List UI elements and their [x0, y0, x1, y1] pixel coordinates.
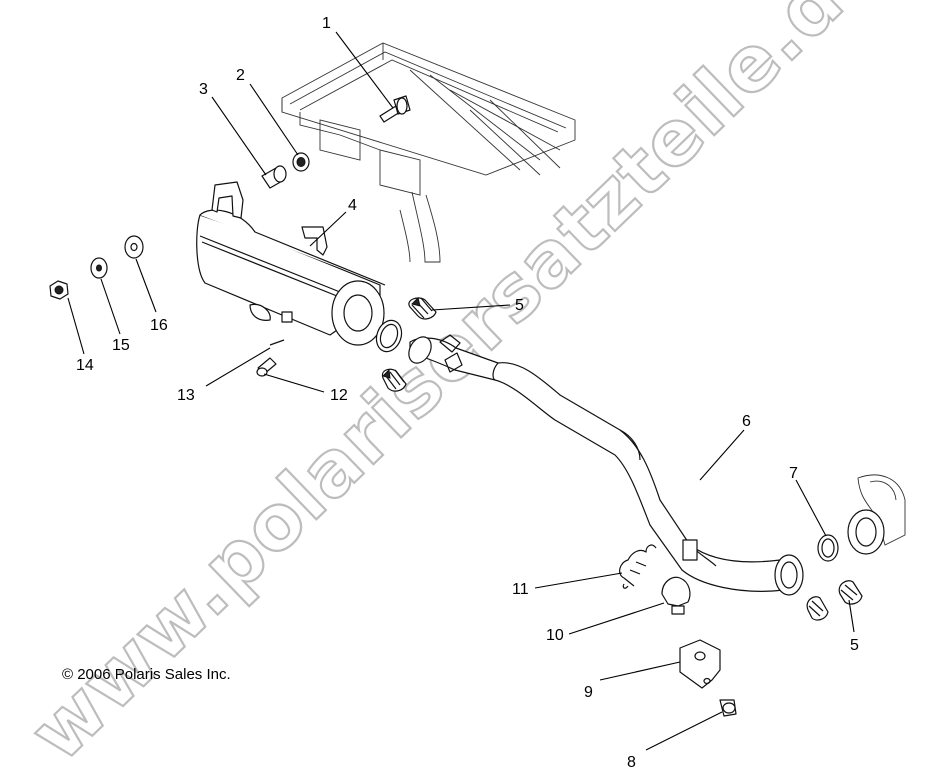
callout-5: 5	[515, 297, 524, 314]
part-7-gasket	[817, 534, 839, 562]
callout-11: 11	[512, 581, 529, 598]
chassis-frame	[281, 42, 576, 263]
part-3-bushing	[261, 165, 287, 189]
part-5-spring-lower	[381, 368, 407, 392]
callout-14: 14	[76, 357, 94, 374]
callout-15: 15	[112, 337, 130, 354]
callout-6: 6	[742, 413, 751, 430]
part-11-spring	[619, 544, 657, 589]
part-6-exhaust-pipe	[408, 334, 804, 596]
part-8-bolt	[719, 699, 737, 717]
callout-5-lower: 5	[850, 637, 859, 654]
engine-exhaust-port	[847, 474, 906, 555]
copyright-notice: © 2006 Polaris Sales Inc.	[62, 666, 231, 683]
part-5-spring-upper-a	[408, 297, 437, 320]
callout-9: 9	[584, 684, 593, 701]
part-15-washer	[90, 257, 108, 279]
callout-12: 12	[330, 387, 348, 404]
part-5-spring-right	[806, 580, 863, 621]
part-12-pin	[256, 357, 277, 377]
callout-13: 13	[177, 387, 195, 404]
callout-4: 4	[348, 197, 357, 214]
part-4-muffler	[196, 181, 386, 346]
callout-10: 10	[546, 627, 564, 644]
callout-1: 1	[322, 15, 331, 32]
part-10-rubber-mount	[661, 576, 691, 615]
part-14-nut	[49, 280, 69, 300]
part-9-bracket	[679, 639, 721, 689]
callout-16: 16	[150, 317, 168, 334]
part-16-washer	[124, 235, 144, 259]
callout-2: 2	[236, 67, 245, 84]
muffler-gasket-ring	[375, 319, 403, 353]
part-1-bolt	[379, 95, 411, 123]
callout-3: 3	[199, 81, 208, 98]
callout-labels: 1 2 3 4 5 6 7 8 9 10 11 12 13 14 15 16 5	[76, 15, 859, 771]
part-13-clip	[269, 339, 285, 346]
watermark-text: www.polarisersatzteile.de	[13, 0, 898, 778]
leader-lines	[67, 31, 855, 751]
callout-7: 7	[789, 465, 798, 482]
callout-8: 8	[627, 754, 636, 771]
part-2-nut	[292, 152, 310, 172]
